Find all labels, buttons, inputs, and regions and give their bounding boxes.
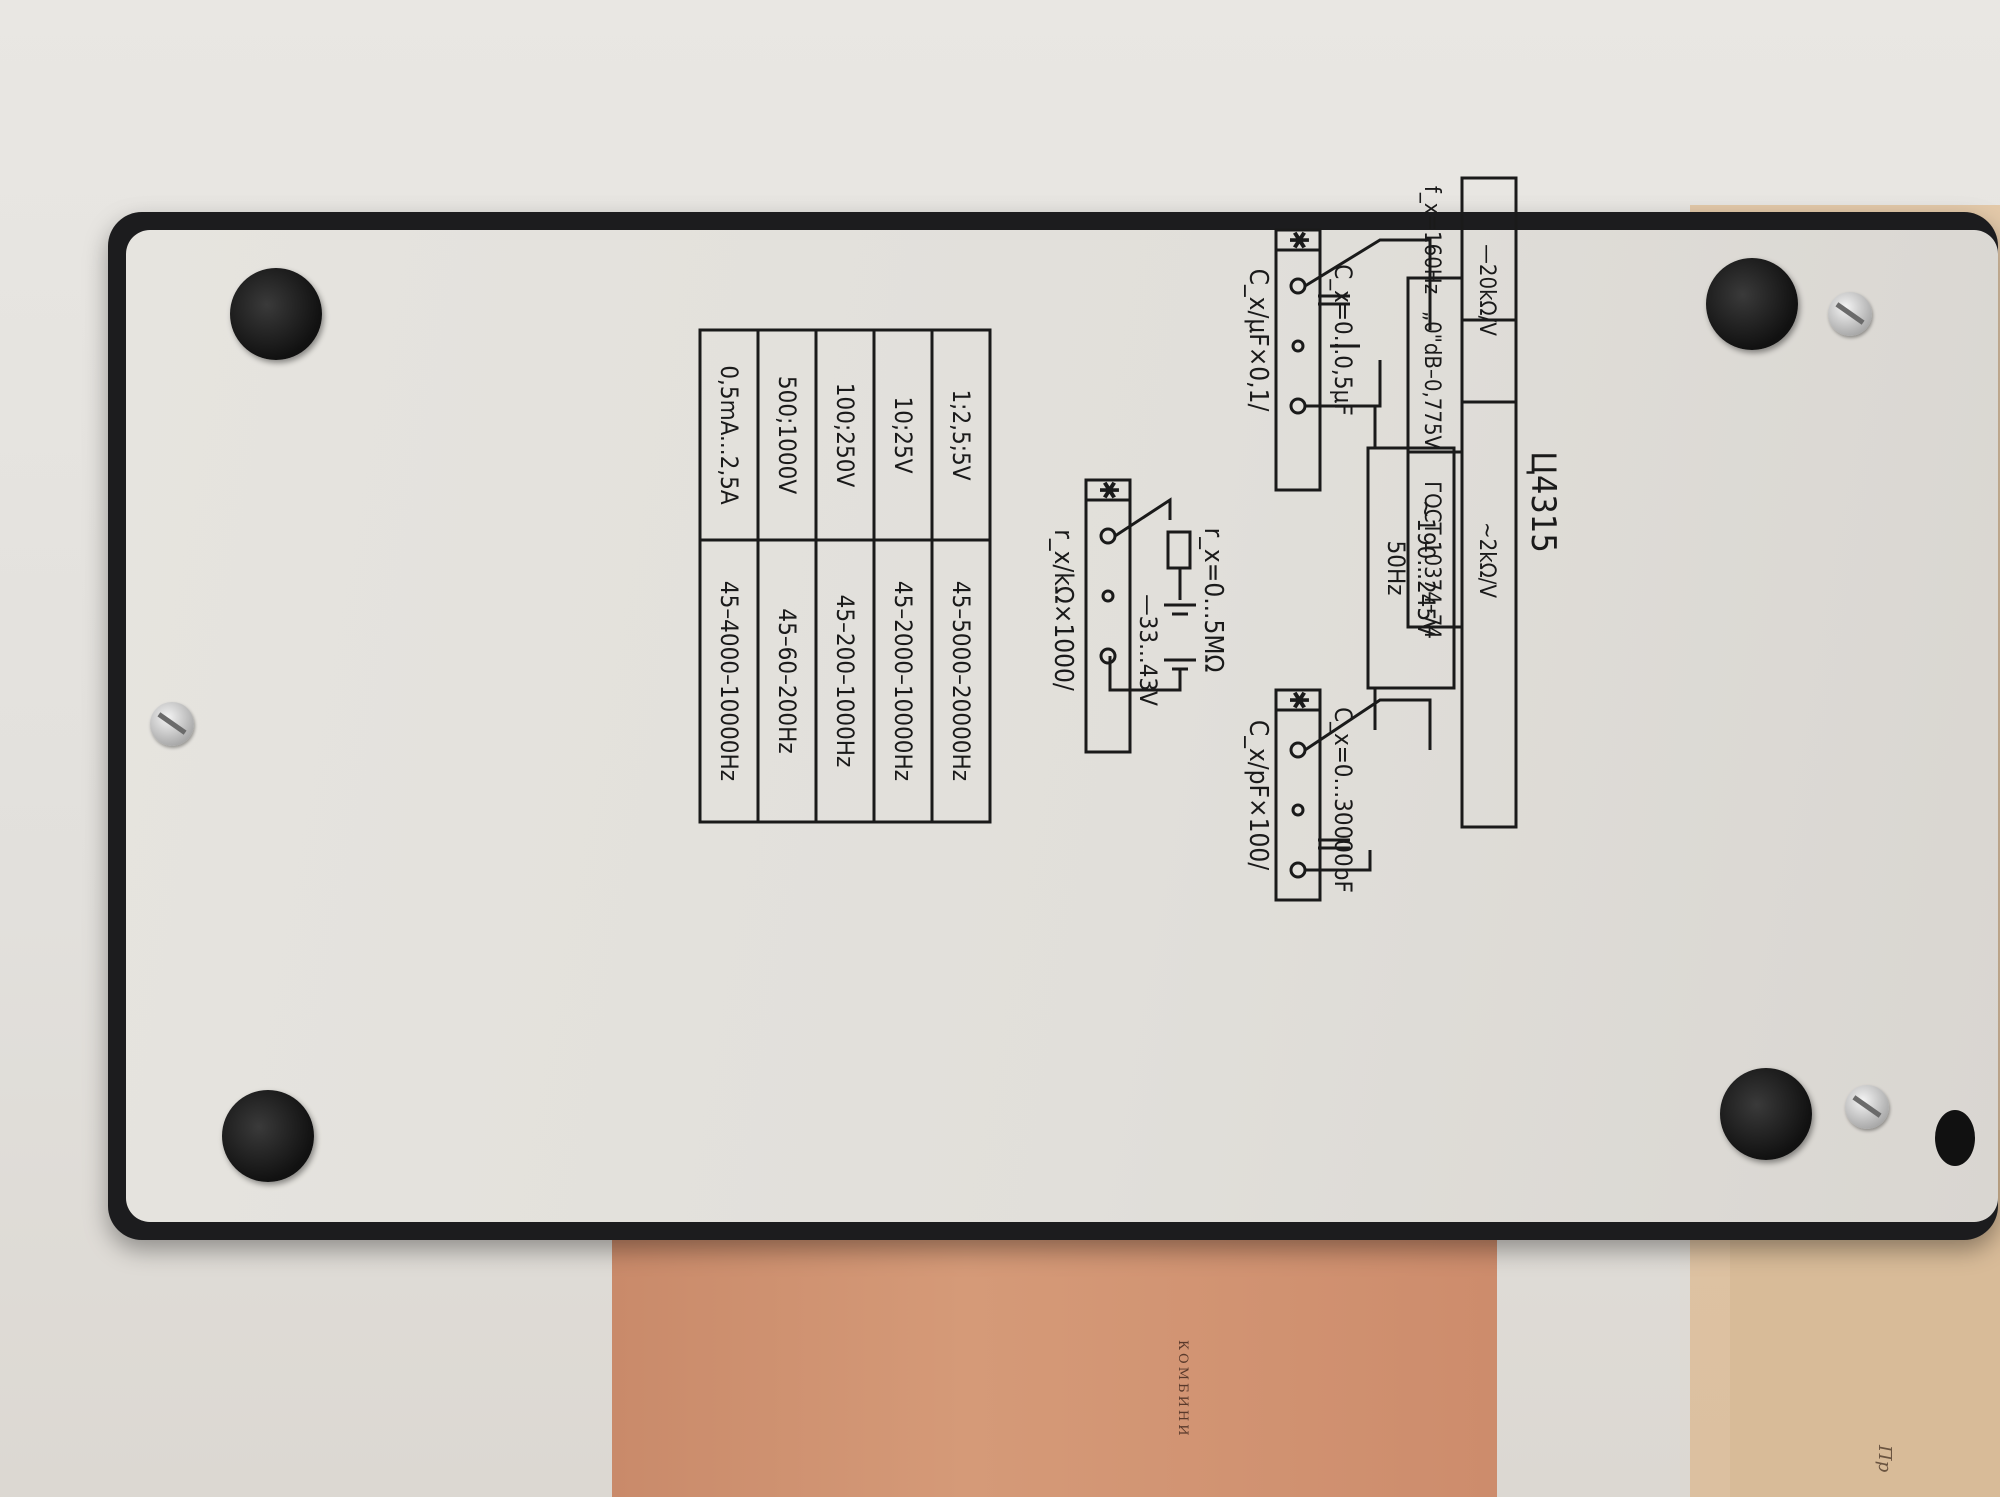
- panel-printing-svg: Ц4315 —20kΩ/V ~2kΩ/V f_x=160Hz „0"dB–0,7…: [698, 176, 1563, 902]
- terminal-marker-uf: ✱: [1283, 230, 1313, 250]
- rubber-foot-top-left: [230, 268, 322, 360]
- table-range-cell: 500;1000V: [773, 376, 801, 494]
- table-freq-cell: 45–2000–10000Hz: [889, 581, 917, 781]
- table-freq-cell: 45–60–200Hz: [773, 608, 801, 753]
- terminal-block-resistance: [1084, 478, 1132, 754]
- terminal-block-uf: [1274, 228, 1322, 492]
- capacitance-pf-scale: C_x/pF×100/: [1243, 720, 1273, 870]
- table-range-cell: 1;2,5;5V: [947, 389, 975, 480]
- capacitance-uf-range: C_x=0...0,5μF: [1329, 264, 1357, 416]
- mains-box: [1366, 446, 1456, 690]
- resistance-scale: r_x/kΩ×1000/: [1048, 529, 1078, 691]
- capacitance-pf-range: C_x=0...30000pF: [1329, 707, 1357, 893]
- frequency-label: f_x=160Hz: [1419, 186, 1444, 294]
- frequency-table: 1;2,5;5V 45–5000–20000Hz 10;25V 45–2000–…: [715, 365, 975, 781]
- table-range-cell: 0,5mA...2,5A: [715, 365, 743, 505]
- standard-box: [1460, 400, 1518, 829]
- screw-left-middle: [150, 702, 194, 746]
- screw-bottom-right: [1845, 1085, 1889, 1129]
- panel-printing: Ц4315 —20kΩ/V ~2kΩ/V f_x=160Hz „0"dB–0,7…: [580, 90, 1580, 1090]
- frequency-table-frame: [698, 328, 992, 824]
- terminal-marker-resistance: ✱: [1093, 480, 1123, 500]
- case-side-notch: [1935, 1110, 1975, 1166]
- table-freq-cell: 45–4000–10000Hz: [715, 581, 743, 781]
- background-paper-text: КОМБИНИ: [1175, 1340, 1190, 1439]
- capacitance-uf-scale: C_x/μF×0,1/: [1243, 269, 1273, 412]
- terminal-marker-pf: ✱: [1283, 690, 1313, 710]
- screw-top-right: [1828, 292, 1872, 336]
- rubber-foot-bottom-left: [222, 1090, 314, 1182]
- table-range-cell: 10;25V: [889, 397, 917, 474]
- resistance-range: r_x=0...5MΩ: [1198, 528, 1228, 673]
- terminal-block-pf: [1274, 688, 1322, 902]
- table-range-cell: 100;250V: [831, 383, 859, 488]
- model-number: Ц4315: [1523, 451, 1563, 553]
- mains-voltage: ~190...245V: [1412, 500, 1440, 636]
- table-freq-cell: 45–5000–20000Hz: [947, 581, 975, 781]
- battery-voltage: —33...43V: [1134, 594, 1162, 706]
- table-freq-cell: 45–200–1000Hz: [831, 595, 859, 768]
- db-reference: „0"dB–0,775V: [1419, 311, 1444, 450]
- rubber-foot-top-right: [1706, 258, 1798, 350]
- standard-label: ГОСТ 10374–74: [1419, 481, 1444, 639]
- rubber-foot-bottom-right: [1720, 1068, 1812, 1160]
- sensitivity-ac: ~2kΩ/V: [1474, 522, 1499, 598]
- background-paper-handwriting: Пр: [1874, 1445, 1895, 1473]
- back-panel-plate: [126, 230, 1998, 1222]
- mains-frequency: 50Hz: [1382, 540, 1410, 595]
- sensitivity-dc: —20kΩ/V: [1474, 244, 1499, 336]
- resistor-symbol: [1166, 530, 1192, 570]
